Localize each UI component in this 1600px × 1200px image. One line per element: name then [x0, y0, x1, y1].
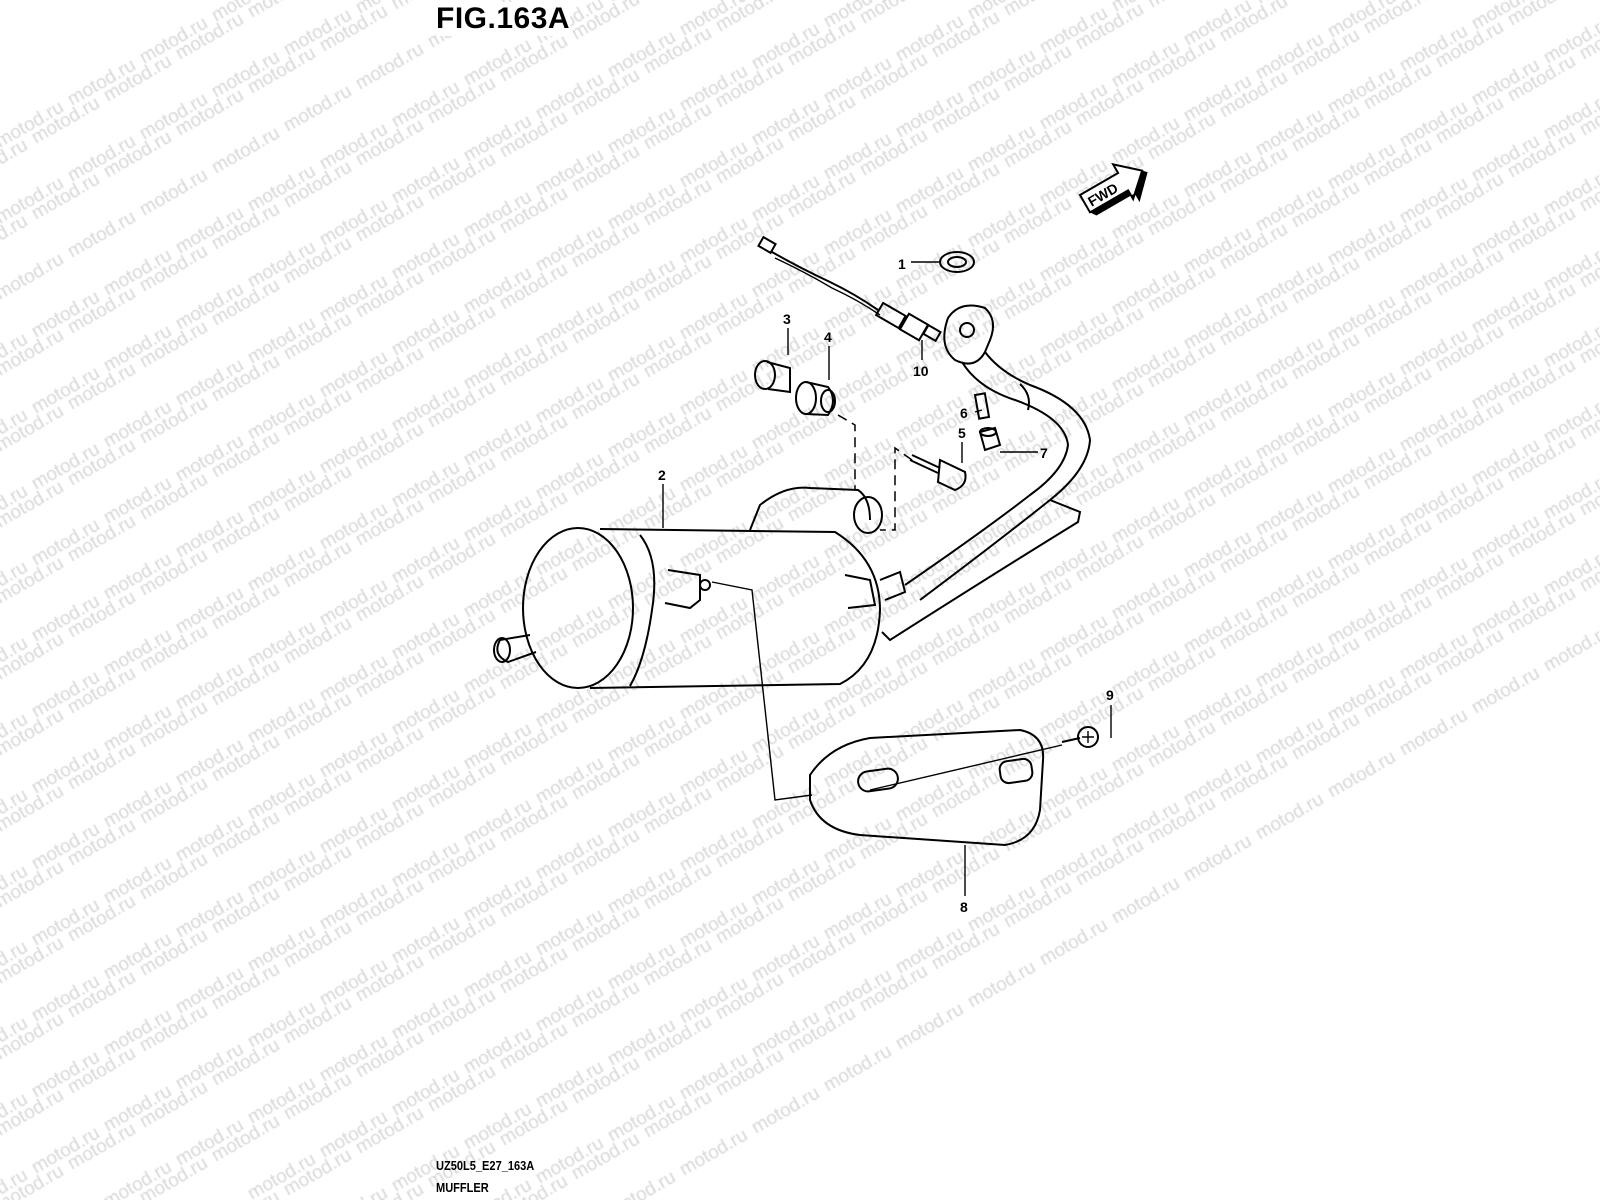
heat-shield [809, 728, 1045, 847]
figure-code: UZ50L5_E27_163A [436, 1158, 535, 1173]
exhaust-pipe [881, 304, 1092, 642]
callout-9: 9 [1106, 687, 1114, 703]
callout-6: 6 [960, 405, 968, 421]
muffler [493, 486, 907, 689]
callout-2: 2 [658, 467, 666, 483]
callout-5: 5 [958, 425, 966, 441]
figure-title: FIG.163A [436, 2, 571, 36]
callout-10: 10 [913, 363, 929, 379]
spacer [795, 381, 836, 417]
stud-bolt [973, 392, 991, 420]
callout-7: 7 [1040, 445, 1048, 461]
screw [1061, 726, 1099, 748]
fwd-arrow-icon: FWD [1078, 162, 1148, 216]
bolt [909, 454, 967, 492]
callout-1: 1 [898, 256, 906, 272]
callout-3: 3 [783, 311, 791, 327]
oxygen-sensor [757, 235, 942, 343]
washer [939, 251, 975, 273]
figure-name: MUFFLER [436, 1180, 489, 1195]
nut [978, 426, 1002, 452]
grommet [754, 360, 791, 394]
callout-8: 8 [960, 899, 968, 915]
callout-4: 4 [824, 329, 832, 345]
